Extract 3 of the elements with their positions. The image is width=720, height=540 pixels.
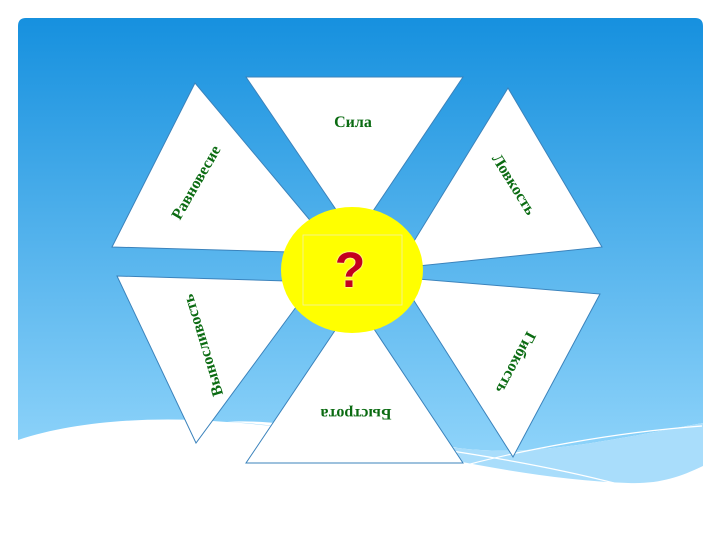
sector-label: Быстрота [320,404,392,422]
question-mark: ? [334,244,366,296]
sector-label: Сила [334,114,372,132]
